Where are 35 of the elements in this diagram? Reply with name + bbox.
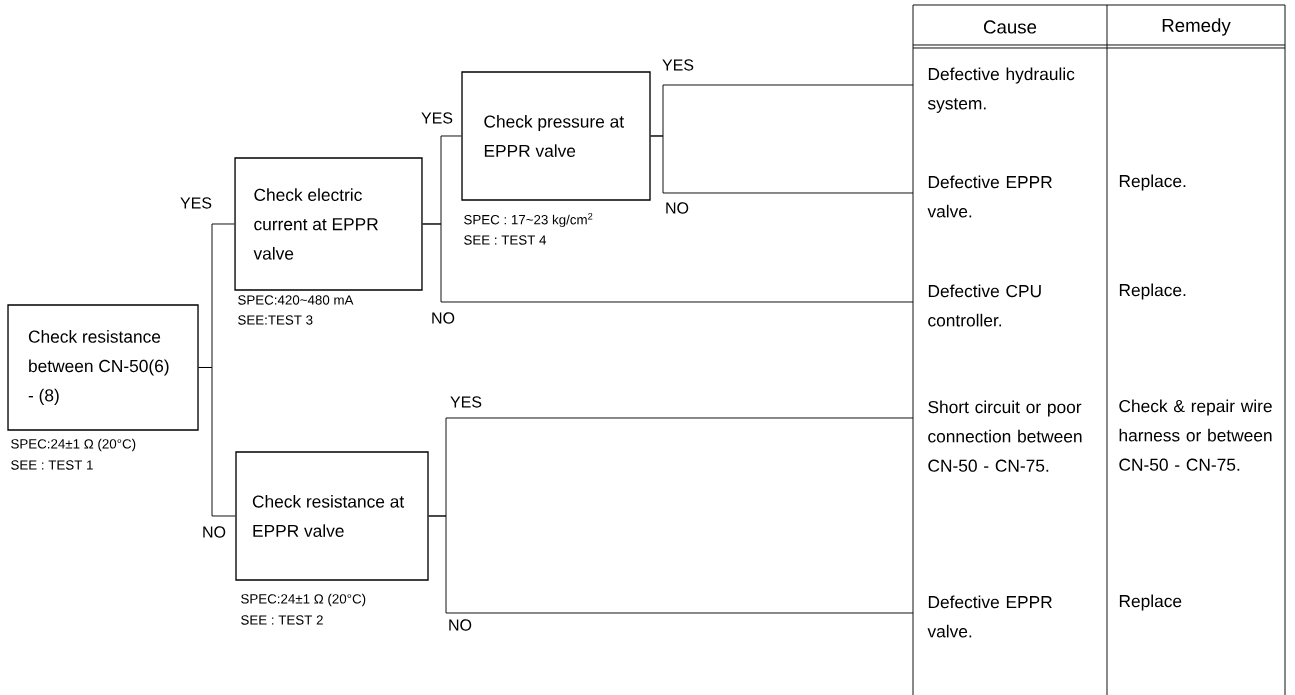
- table-cell: Replace.: [1119, 283, 1186, 300]
- process-box: Check pressure at EPPR valve: [461, 71, 651, 201]
- edge-label: YES: [448, 395, 484, 409]
- connector-line: [422, 223, 914, 303]
- table-cell: Short circuit or poor connection between CN-50 - CN-75.: [928, 400, 1082, 472]
- process-box: Check resistance between CN-50(6) - (8): [7, 304, 199, 431]
- column-header: Cause: [983, 20, 1037, 34]
- table-cell: Defective hydraulic system.: [927, 67, 1075, 113]
- table-cell: Replace: [1119, 594, 1182, 611]
- edge-label: YES: [178, 196, 214, 210]
- spec-note: SPEC:24±1 Ω (20°C): [11, 438, 136, 452]
- process-box: Check electric current at EPPR valve: [234, 157, 423, 291]
- edge-label: YES: [419, 111, 455, 125]
- spec-note: SEE:TEST 3: [238, 315, 313, 325]
- table-cell: Check & repair wire harness or between CN-50 - CN-75.: [1119, 399, 1272, 471]
- spec-note: SPEC:420~480 mA: [238, 295, 354, 305]
- table-cell: Replace.: [1119, 174, 1186, 191]
- edge-label: NO: [446, 618, 474, 632]
- spec-note: SEE : TEST 2: [241, 615, 323, 625]
- connector-line: [428, 515, 914, 614]
- connector-line: [198, 367, 236, 517]
- spec-note: SPEC : 17~23 kg/cm$^{2}$: [464, 212, 593, 228]
- spec-note: SEE : TEST 1: [11, 460, 93, 470]
- edge-label: YES: [660, 58, 696, 72]
- process-box: Check resistance at EPPR valve: [235, 451, 429, 581]
- connector-line: [650, 135, 914, 194]
- spec-note: SPEC:24±1 Ω (20°C): [241, 593, 366, 607]
- spec-note: SEE : TEST 4: [464, 235, 547, 245]
- edge-label: NO: [663, 201, 691, 215]
- column-header: Remedy: [1162, 18, 1231, 36]
- table-cell: Defective EPPR valve.: [927, 175, 1052, 218]
- table-cell: Defective CPU controller.: [928, 284, 1041, 327]
- table-cell: Defective EPPR valve.: [927, 595, 1052, 638]
- edge-label: NO: [429, 311, 457, 325]
- edge-label: NO: [200, 525, 228, 539]
